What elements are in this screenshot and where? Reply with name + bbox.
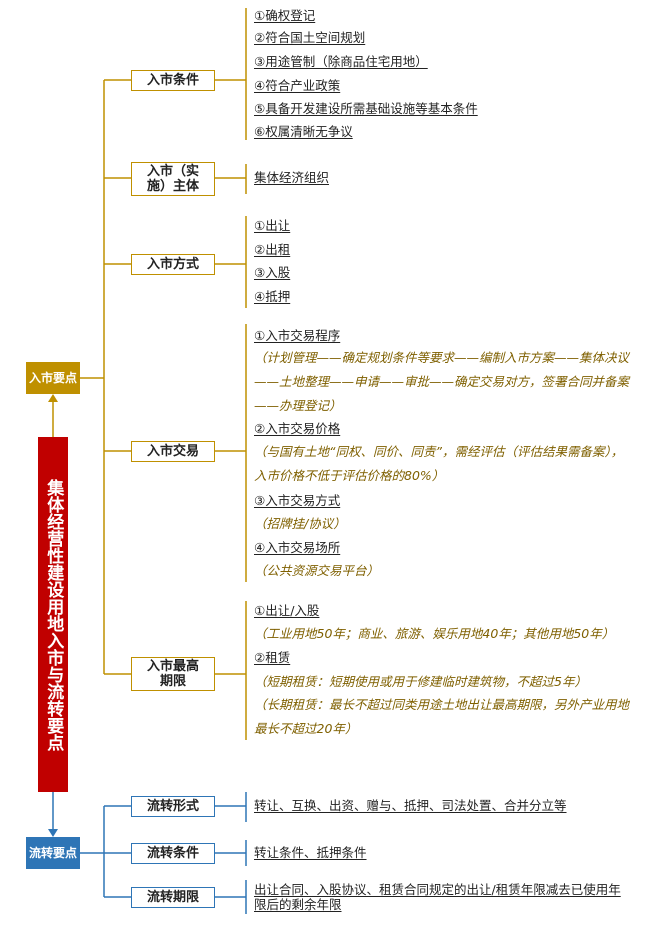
- max-term-transfer-share: ①出让/入股: [254, 603, 320, 618]
- condition-item: ③用途管制（除商品住宅用地）: [254, 54, 428, 69]
- hub-transfer: 流转要点: [26, 837, 80, 869]
- category-max-term: 入市最高期限: [131, 657, 215, 691]
- condition-item: ⑥权属清晰无争议: [254, 124, 353, 139]
- condition-item: ②符合国土空间规划: [254, 30, 366, 45]
- arrow-up-icon: [48, 394, 58, 402]
- category-conditions: 入市条件: [131, 70, 215, 91]
- method-item: ①出让: [254, 218, 291, 233]
- trading-price-note: （与国有土地“同权、同价、同责”，需经评估（评估结果需备案），入市价格不低于评估…: [254, 444, 624, 483]
- transfer-form-text: 转让、互换、出资、赠与、抵押、司法处置、合并分立等: [254, 798, 567, 813]
- trading-method-note: （招牌挂/协议）: [254, 516, 346, 531]
- hub-market-entry: 入市要点: [26, 362, 80, 394]
- trading-venue: ④入市交易场所: [254, 540, 341, 555]
- category-subject: 入市（实施）主体: [131, 162, 215, 196]
- method-item: ④抵押: [254, 289, 291, 304]
- transfer-conditions-text: 转让条件、抵押条件: [254, 845, 367, 860]
- trading-procedure-note: （计划管理——确定规划条件等要求——编制入市方案——集体决议——土地整理——申请…: [254, 350, 630, 413]
- method-item: ②出租: [254, 242, 291, 257]
- condition-item: ①确权登记: [254, 8, 316, 23]
- condition-item: ⑤具备开发建设所需基础设施等基本条件: [254, 101, 478, 116]
- transfer-term-text: 出让合同、入股协议、租赁合同规定的出让/租赁年限减去已使用年限后的剩余年限: [254, 882, 621, 912]
- max-term-transfer-share-note: （工业用地50年；商业、旅游、娱乐用地40年；其他用地50年）: [254, 626, 615, 641]
- category-transfer-term: 流转期限: [131, 887, 215, 908]
- trading-method: ③入市交易方式: [254, 493, 341, 508]
- root-title: 集体经营性建设用地入市与流转要点: [38, 437, 68, 792]
- category-transfer-form: 流转形式: [131, 796, 215, 817]
- condition-item: ④符合产业政策: [254, 78, 341, 93]
- trading-venue-note: （公共资源交易平台）: [254, 563, 380, 578]
- method-item: ③入股: [254, 265, 291, 280]
- category-transfer-conditions: 流转条件: [131, 843, 215, 864]
- trading-procedure: ①入市交易程序: [254, 328, 341, 343]
- max-term-lease: ②租赁: [254, 650, 291, 665]
- subject-item: 集体经济组织: [254, 170, 330, 185]
- arrow-down-icon: [48, 829, 58, 837]
- category-methods: 入市方式: [131, 254, 215, 275]
- category-trading: 入市交易: [131, 441, 215, 462]
- trading-price: ②入市交易价格: [254, 421, 341, 436]
- long-lease-note: （长期租赁：最长不超过同类用途土地出让最高期限，另外产业用地最长不超过20年）: [254, 697, 630, 736]
- short-lease-note: （短期租赁：短期使用或用于修建临时建筑物，不超过5年）: [254, 674, 587, 689]
